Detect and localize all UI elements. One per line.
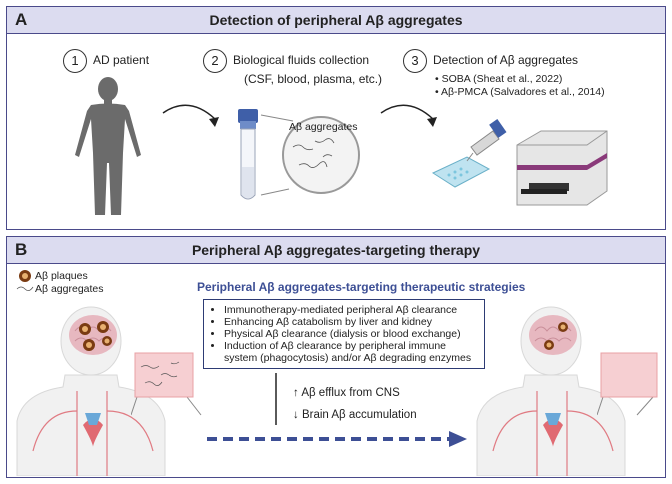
plate-reader-icon <box>516 130 608 206</box>
vessel-aggregates-left <box>131 352 202 416</box>
effect-down: ↓ Brain Aβ accumulation <box>293 409 417 421</box>
step-1-number: 1 <box>63 49 87 73</box>
step-1-label: AD patient <box>93 53 150 67</box>
effects-bracket <box>275 373 277 425</box>
strategy-item: Immunotherapy-mediated peripheral Aβ cle… <box>224 304 476 316</box>
patient-before-illustration <box>16 306 166 476</box>
aggregates-label: Aβ aggregates <box>289 121 358 133</box>
vessel-clean-right <box>597 352 658 416</box>
strategy-item: Enhancing Aβ catabolism by liver and kid… <box>224 316 476 328</box>
down-arrow-icon: ↓ <box>293 409 299 421</box>
step-2-number: 2 <box>203 49 227 73</box>
panel-b-title: Peripheral Aβ aggregates-targeting thera… <box>191 242 481 258</box>
transition-arrow <box>207 431 467 447</box>
method-pmca-text: Aβ-PMCA (Salvadores et al., 2014) <box>441 86 605 98</box>
effect-up: ↑ Aβ efflux from CNS <box>293 387 400 399</box>
panel-b-letter: B <box>15 240 28 259</box>
aggregate-legend-icon <box>16 286 34 291</box>
panel-b: B Peripheral Aβ aggregates-targeting the… <box>6 236 666 478</box>
method-soba: • SOBA (Sheat et al., 2022) <box>435 73 563 85</box>
arrow-1 <box>162 104 219 127</box>
strategies-box: Immunotherapy-mediated peripheral Aβ cle… <box>203 299 485 369</box>
strategies-list: Immunotherapy-mediated peripheral Aβ cle… <box>212 304 476 364</box>
patient-after-illustration <box>476 306 626 476</box>
step-3-number: 3 <box>403 49 427 73</box>
panel-a-title: Detection of peripheral Aβ aggregates <box>209 12 463 28</box>
step-2-label: Biological fluids collection <box>233 53 370 67</box>
legend-plaques: Aβ plaques <box>35 270 88 282</box>
panel-a: A Detection of peripheral Aβ aggregates … <box>6 6 666 230</box>
method-pmca: • Aβ-PMCA (Salvadores et al., 2014) <box>435 86 605 98</box>
strategy-item: Physical Aβ clearance (dialysis or blood… <box>224 328 476 340</box>
method-soba-text: SOBA (Sheat et al., 2022) <box>441 73 563 85</box>
strategy-item: Induction of Aβ clearance by peripheral … <box>224 340 476 364</box>
step-3-label: Detection of Aβ aggregates <box>433 53 578 67</box>
human-silhouette-icon <box>75 77 141 215</box>
effect-down-text: Brain Aβ accumulation <box>301 409 417 421</box>
up-arrow-icon: ↑ <box>293 387 299 399</box>
plaque-legend-icon <box>19 270 31 282</box>
strategies-title: Peripheral Aβ aggregates-targeting thera… <box>197 280 526 294</box>
effect-up-text: Aβ efflux from CNS <box>301 387 400 399</box>
pipette-plate-icon <box>431 119 507 188</box>
blood-tube-icon <box>238 109 258 200</box>
panel-a-header: A Detection of peripheral Aβ aggregates <box>7 7 665 34</box>
arrow-2 <box>380 104 437 127</box>
legend-aggregates: Aβ aggregates <box>35 283 104 295</box>
step-2-sublabel: (CSF, blood, plasma, etc.) <box>244 72 383 86</box>
aggregates-magnifier <box>260 114 360 196</box>
panel-b-header: B Peripheral Aβ aggregates-targeting the… <box>7 237 665 264</box>
panel-a-letter: A <box>15 10 28 29</box>
